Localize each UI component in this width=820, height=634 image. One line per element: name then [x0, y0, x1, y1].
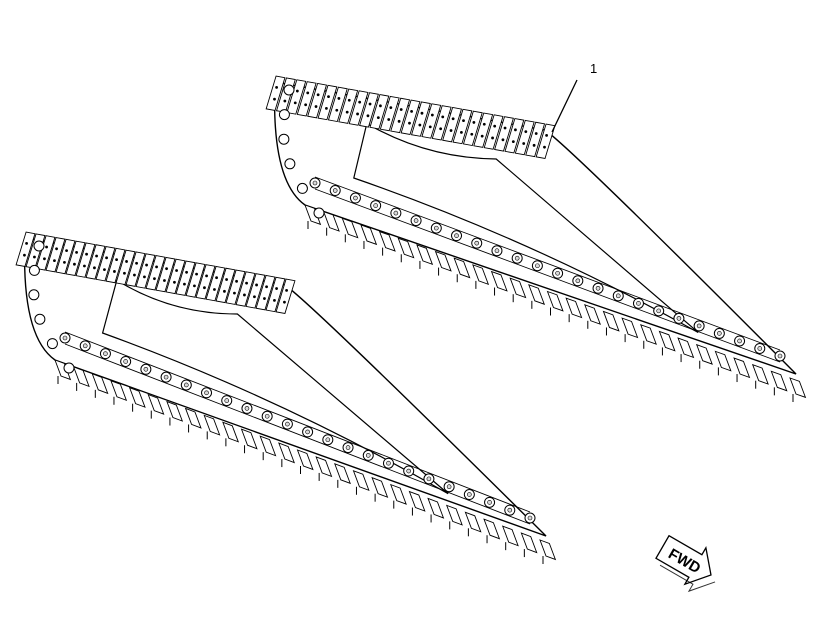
callout-leader-line — [551, 79, 578, 133]
right-track — [265, 75, 807, 402]
callout-1: 1 — [551, 61, 597, 133]
left-track — [15, 231, 557, 564]
callout-number: 1 — [590, 61, 597, 76]
forward-arrow-icon: FWD — [655, 534, 716, 593]
